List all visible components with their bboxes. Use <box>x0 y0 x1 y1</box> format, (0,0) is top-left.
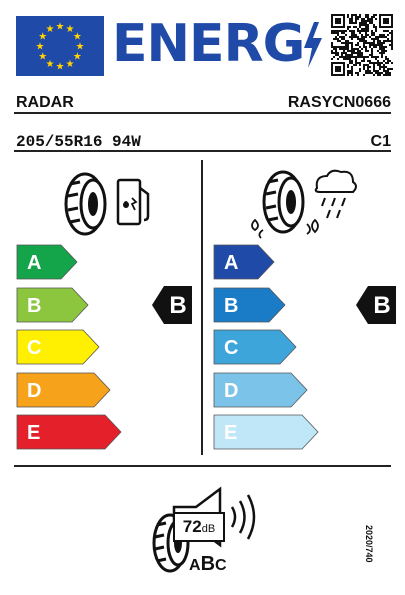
wet-grip-icon <box>251 169 357 239</box>
qr-code <box>331 14 393 76</box>
regulation-number: 2020/740 <box>364 525 374 563</box>
tyre-class: C1 <box>370 133 391 150</box>
wet-grip-label-c: C <box>224 337 238 359</box>
noise-value: 72dB <box>173 512 225 542</box>
fuel-class-d: D <box>16 372 111 408</box>
wet-grip-label-e: E <box>224 422 237 444</box>
eu-star-icon: ★ <box>46 24 55 35</box>
wet-grip-class-e: E <box>213 414 319 450</box>
sound-waves-icon <box>230 494 256 540</box>
eu-star-icon: ★ <box>38 52 47 63</box>
noise-db-value: 72 <box>182 517 202 536</box>
wet-grip-label-b: B <box>224 295 238 317</box>
wet-grip-label-d: D <box>224 380 238 402</box>
fuel-pump-icon <box>116 178 150 226</box>
noise-unit: dB <box>201 523 216 535</box>
wet-grip-arrow-a <box>213 244 275 280</box>
wet-grip-class-c: C <box>213 329 297 365</box>
fuel-label-e: E <box>27 422 40 444</box>
fuel-class-b: B <box>16 287 89 323</box>
fuel-label-d: D <box>27 380 41 402</box>
eu-star-icon: ★ <box>66 59 75 70</box>
wet-grip-label-a: A <box>224 252 238 274</box>
energy-bolt-icon <box>304 22 322 68</box>
tyre-icon <box>64 172 107 236</box>
fuel-class-a: A <box>16 244 78 280</box>
fuel-rating-value: B <box>169 292 186 319</box>
wet-grip-class-b: B <box>213 287 286 323</box>
divider <box>14 150 391 152</box>
energy-title: ENERG <box>112 14 305 74</box>
rain-cloud-icon <box>314 169 357 219</box>
eu-star-icon: ★ <box>73 32 82 43</box>
column-divider <box>201 160 203 455</box>
noise-class-b: B <box>200 553 216 575</box>
fuel-arrow-d <box>16 372 111 408</box>
fuel-label-b: B <box>27 295 41 317</box>
divider <box>14 112 391 114</box>
fuel-class-e: E <box>16 414 122 450</box>
noise-class-a: A <box>189 557 201 574</box>
fuel-arrow-e <box>16 414 122 450</box>
noise-class-c: C <box>215 557 227 574</box>
fuel-label-a: A <box>27 252 41 274</box>
wet-grip-arrow-e <box>213 414 319 450</box>
fuel-arrow-a <box>16 244 78 280</box>
fuel-arrow-b <box>16 287 89 323</box>
eu-flag-icon: ★★★★★★★★★★★★ <box>16 16 104 76</box>
model-identifier: RASYCN0666 <box>287 94 391 111</box>
noise-class-letters: ABC <box>189 553 227 576</box>
wet-grip-rating-badge: B <box>356 286 396 324</box>
eu-star-icon: ★ <box>38 32 47 43</box>
fuel-class-c: C <box>16 329 100 365</box>
eu-star-icon: ★ <box>73 52 82 63</box>
fuel-arrow-c <box>16 329 100 365</box>
wet-grip-rating-value: B <box>373 292 390 319</box>
wet-grip-arrow-c <box>213 329 297 365</box>
tyre-size: 205/55R16 94W <box>16 133 141 151</box>
fuel-rating-badge: B <box>152 286 192 324</box>
fuel-label-c: C <box>27 337 41 359</box>
fuel-efficiency-icon <box>64 172 150 236</box>
tyre-icon <box>262 170 305 234</box>
eu-star-icon: ★ <box>56 62 65 73</box>
eu-star-icon: ★ <box>76 42 85 53</box>
wet-grip-class-d: D <box>213 372 308 408</box>
eu-star-icon: ★ <box>46 59 55 70</box>
wet-grip-arrow-b <box>213 287 286 323</box>
water-splash-icon <box>251 218 319 239</box>
wet-grip-arrow-d <box>213 372 308 408</box>
eu-star-icon: ★ <box>36 42 45 53</box>
eu-star-icon: ★ <box>56 22 65 33</box>
brand-name: RADAR <box>16 94 74 111</box>
divider <box>14 465 391 467</box>
wet-grip-class-a: A <box>213 244 275 280</box>
eu-star-icon: ★ <box>66 24 75 35</box>
